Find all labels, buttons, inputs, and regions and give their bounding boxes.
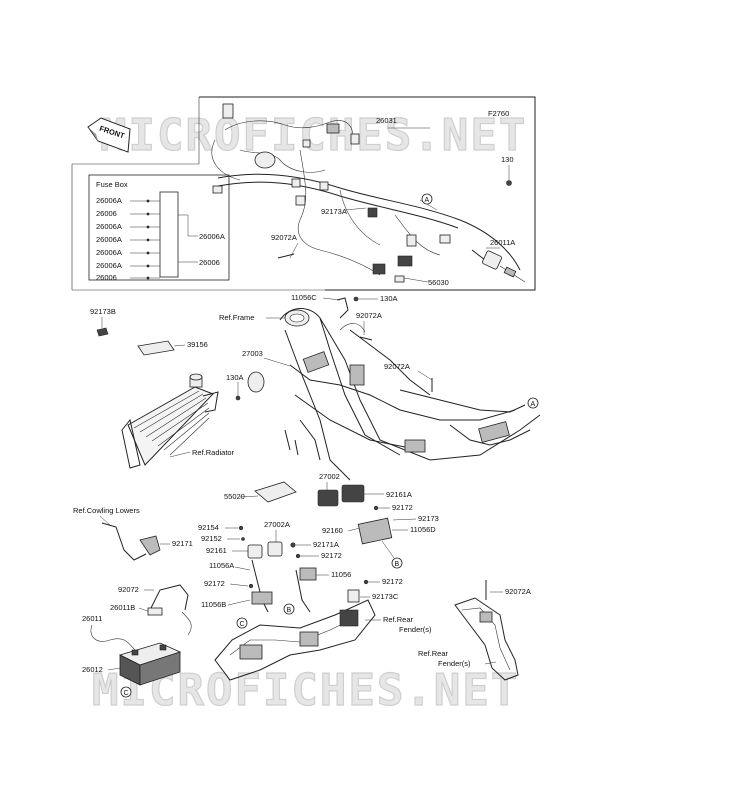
part-92173A: 92173A (321, 207, 347, 216)
part-92172-2: 92172 (321, 551, 342, 560)
callout-B-right: B (395, 561, 400, 568)
ref-rear-fender-2b: Fender(s) (438, 659, 471, 668)
part-130: 130 (501, 155, 514, 164)
part-39156: 39156 (187, 340, 208, 349)
part-92161A: 92161A (386, 490, 412, 499)
part-26012: 26012 (82, 665, 103, 674)
part-92072: 92072 (118, 585, 139, 594)
part-92173B: 92173B (90, 307, 116, 316)
ref-radiator: Ref.Radiator (192, 448, 235, 457)
fuse-row: 26006A (96, 235, 122, 244)
part-26011: 26011 (82, 614, 102, 623)
radiator (121, 373, 219, 469)
fuse-row: 26006 (96, 273, 117, 282)
front-arrow-icon: FRONT (87, 117, 131, 153)
harness-box (71, 96, 536, 291)
part-92172-4: 92172 (382, 577, 403, 586)
part-26011A: 26011A (490, 238, 515, 247)
part-11056D: 11056D (410, 525, 436, 534)
fuse-row: 26006A (96, 196, 122, 205)
part-11056: 11056 (331, 570, 351, 579)
battery-tray (214, 599, 376, 681)
fuse-row: 26006A (96, 248, 122, 257)
fuse-box-title: Fuse Box (96, 180, 128, 189)
part-27002A: 27002A (264, 520, 290, 529)
fuse-right-label: 26006A (199, 232, 225, 241)
ref-frame: Ref.Frame (219, 313, 254, 322)
callout-A-top: A (425, 197, 430, 204)
part-55020: 55020 (224, 492, 245, 501)
frame (247, 308, 541, 481)
ref-rear-fender-1a: Ref.Rear (383, 615, 414, 624)
fuse-row: 26006A (96, 222, 122, 231)
part-92172-1: 92172 (392, 503, 413, 512)
part-92072A-2: 92072A (356, 311, 382, 320)
fuse-row: 26006 (96, 209, 117, 218)
ref-cowling-lowers: Ref.Cowling Lowers (73, 506, 140, 515)
part-92072A-4: 92072A (505, 587, 531, 596)
callout-B-center: B (287, 607, 292, 614)
fuse-row: 26006A (96, 261, 122, 270)
part-130A-1: 130A (380, 294, 398, 303)
part-92171: 92171 (172, 539, 193, 548)
main-harness (211, 103, 526, 283)
part-92173: 92173 (418, 514, 439, 523)
part-26031: 26031 (376, 116, 397, 125)
fuse-right-label: 26006 (199, 258, 220, 267)
battery (118, 642, 182, 686)
fuse-box-rows: 26006A 26006 26006A 26006A 26006A 26006A… (96, 196, 122, 282)
part-92152: 92152 (201, 534, 222, 543)
part-26011B: 26011B (110, 603, 135, 612)
part-11056B: 11056B (201, 600, 226, 609)
figure-code: F2760 (488, 109, 509, 118)
part-92172-3: 92172 (204, 579, 225, 588)
part-92160: 92160 (322, 526, 343, 535)
part-130A-2: 130A (226, 373, 244, 382)
part-92154: 92154 (198, 523, 219, 532)
part-92173C: 92173C (372, 592, 399, 601)
ref-rear-fender-2a: Ref.Rear (418, 649, 449, 658)
part-92161: 92161 (206, 546, 227, 555)
part-56030: 56030 (428, 278, 449, 287)
callout-C-left: C (124, 690, 129, 697)
part-11056A: 11056A (209, 561, 234, 570)
part-27002: 27002 (319, 472, 340, 481)
fuse-box: Fuse Box 26006A 26006 26006A 26006A 2600… (88, 174, 230, 282)
rear-fender (454, 597, 519, 681)
part-27003: 27003 (242, 349, 263, 358)
callout-A-frame: A (531, 401, 536, 408)
part-92072A-3: 92072A (384, 362, 410, 371)
part-92072A-top: 92072A (271, 233, 297, 242)
ref-rear-fender-1b: Fender(s) (399, 625, 432, 634)
watermark-top: MICROFICHES.NET (100, 110, 527, 161)
part-92171A: 92171A (313, 540, 339, 549)
part-11056C: 11056C (291, 293, 317, 302)
callout-C-center: C (240, 621, 245, 628)
